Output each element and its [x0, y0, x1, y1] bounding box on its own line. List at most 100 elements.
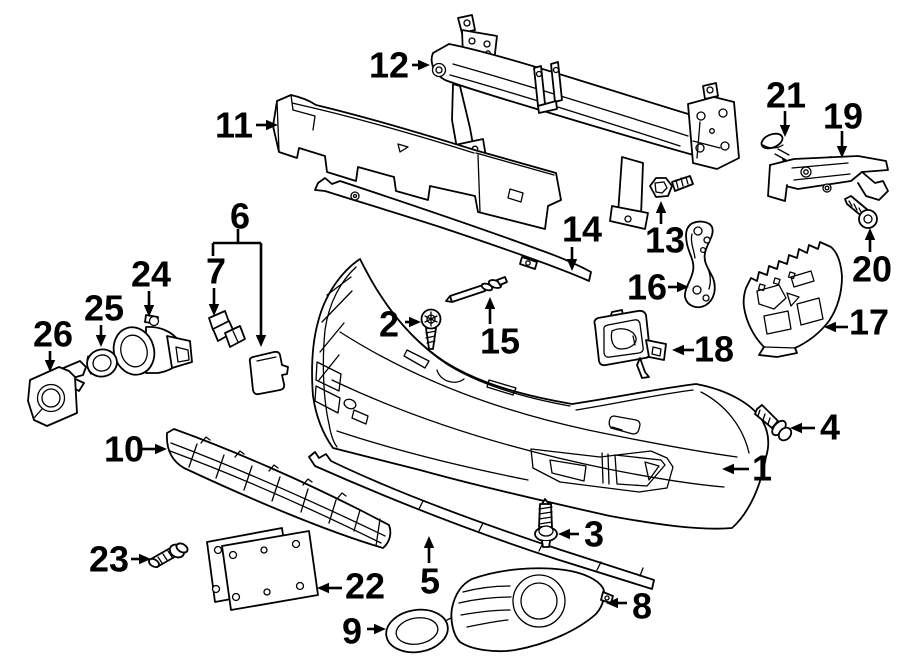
part-22-license-plate-bracket [206, 527, 319, 611]
callout-15: 15 [480, 297, 520, 362]
callout-10-number: 10 [104, 429, 144, 470]
part-20-screw [844, 195, 878, 229]
callout-11: 11 [215, 105, 278, 146]
part-4-screw [754, 404, 793, 442]
callout-3-arrowhead [558, 528, 570, 540]
callout-4-arrowhead [790, 422, 802, 434]
part-26-sensor-holder [27, 360, 87, 427]
callout-14: 14 [562, 209, 602, 271]
part-10-center-grille [166, 428, 392, 549]
callout-23: 23 [89, 539, 151, 580]
callout-2-number: 2 [379, 304, 399, 345]
callout-18-arrowhead [672, 344, 684, 356]
callout-26: 26 [33, 314, 73, 372]
callout-19-number: 19 [823, 96, 863, 137]
callout-16-arrowhead [677, 281, 689, 293]
callout-1-arrowhead [722, 463, 734, 475]
callout-17-number: 17 [849, 302, 889, 343]
callout-18-number: 18 [694, 329, 734, 370]
callout-8: 8 [606, 586, 652, 627]
callout-18: 18 [672, 329, 734, 370]
part-8-fog-lamp-grille [450, 567, 614, 653]
part-9-fog-lamp-trim-ring [385, 608, 456, 654]
callout-24: 24 [131, 254, 171, 317]
callout-8-arrowhead [606, 597, 618, 609]
callout-17: 17 [824, 302, 889, 343]
callout-4: 4 [790, 407, 840, 448]
callout-1: 1 [722, 448, 772, 489]
part-2-screw [420, 308, 442, 350]
callout-8-number: 8 [632, 586, 652, 627]
callouts-layer: 1234567891011121314151617181920212223242… [33, 45, 892, 652]
callout-3: 3 [558, 514, 604, 555]
callout-21: 21 [766, 75, 806, 137]
callout-9-number: 9 [342, 611, 362, 652]
callout-25: 25 [84, 288, 124, 347]
part-25-sensor-grommet [86, 348, 118, 378]
callout-13-arrowhead [655, 201, 667, 213]
callout-21-arrowhead [779, 125, 791, 137]
callout-20-number: 20 [852, 249, 892, 290]
part-23-screw [148, 542, 189, 568]
callout-16-number: 16 [627, 267, 667, 308]
callout-3-number: 3 [584, 514, 604, 555]
callout-11-number: 11 [215, 105, 253, 146]
callout-19: 19 [823, 96, 863, 158]
callout-19-arrowhead [836, 146, 848, 158]
callout-4-number: 4 [820, 407, 840, 448]
callout-22-arrowhead [317, 582, 329, 594]
part-17-side-support-bracket [742, 241, 843, 358]
callout-7-number: 7 [206, 251, 226, 292]
callout-6-number: 6 [230, 196, 250, 237]
part-3-bolt [534, 498, 558, 548]
part-12-impact-bar [430, 14, 740, 230]
callout-21-number: 21 [766, 75, 806, 116]
part-14-upper-trim-strip [314, 177, 592, 282]
callout-13: 13 [645, 201, 685, 261]
callout-7: 7 [206, 251, 226, 316]
callout-23-number: 23 [89, 539, 129, 580]
callout-14-number: 14 [562, 209, 602, 250]
callout-17-arrowhead [824, 321, 836, 333]
callout-22-number: 22 [345, 566, 385, 607]
callout-26-arrowhead [44, 360, 56, 372]
callout-12-arrowhead [418, 59, 430, 71]
callout-2: 2 [379, 304, 421, 345]
part-24-parking-sensor [112, 314, 193, 376]
part-5-lower-trim-strip [308, 451, 655, 590]
part-16-mounting-bracket [684, 220, 716, 309]
part-7-clip [208, 310, 246, 348]
callout-25-number: 25 [84, 288, 124, 329]
callout-2-arrowhead [409, 316, 421, 328]
callout-5-number: 5 [420, 561, 440, 602]
part-19-headlamp-support-rail [767, 155, 889, 202]
callout-10-arrowhead [155, 443, 167, 455]
callout-11-arrowhead [266, 119, 278, 131]
part-15-rivet-pin [445, 276, 508, 303]
callout-12: 12 [369, 45, 430, 86]
callout-13-number: 13 [645, 220, 685, 261]
callout-5-arrowhead [423, 536, 435, 548]
callout-26-number: 26 [33, 314, 73, 355]
callout-6-arrowhead [255, 335, 267, 347]
callout-6: 6 [211, 196, 267, 347]
callout-10: 10 [104, 429, 167, 470]
part-6-mounting-kit [248, 350, 289, 396]
part-13-bolt [649, 175, 694, 198]
callout-9-arrowhead [374, 623, 386, 635]
callout-20-arrowhead [864, 228, 876, 240]
part-11-energy-absorber [272, 94, 562, 230]
callout-15-number: 15 [480, 321, 520, 362]
callout-23-arrowhead [139, 553, 151, 565]
callout-5: 5 [420, 536, 440, 602]
callout-24-number: 24 [131, 254, 171, 295]
callout-9: 9 [342, 611, 386, 652]
callout-14-arrowhead [566, 259, 578, 271]
callout-7-arrowhead [208, 304, 220, 316]
callout-12-number: 12 [369, 45, 409, 86]
callout-15-arrowhead [484, 297, 496, 309]
callout-22: 22 [317, 566, 385, 607]
callout-20: 20 [852, 228, 892, 290]
